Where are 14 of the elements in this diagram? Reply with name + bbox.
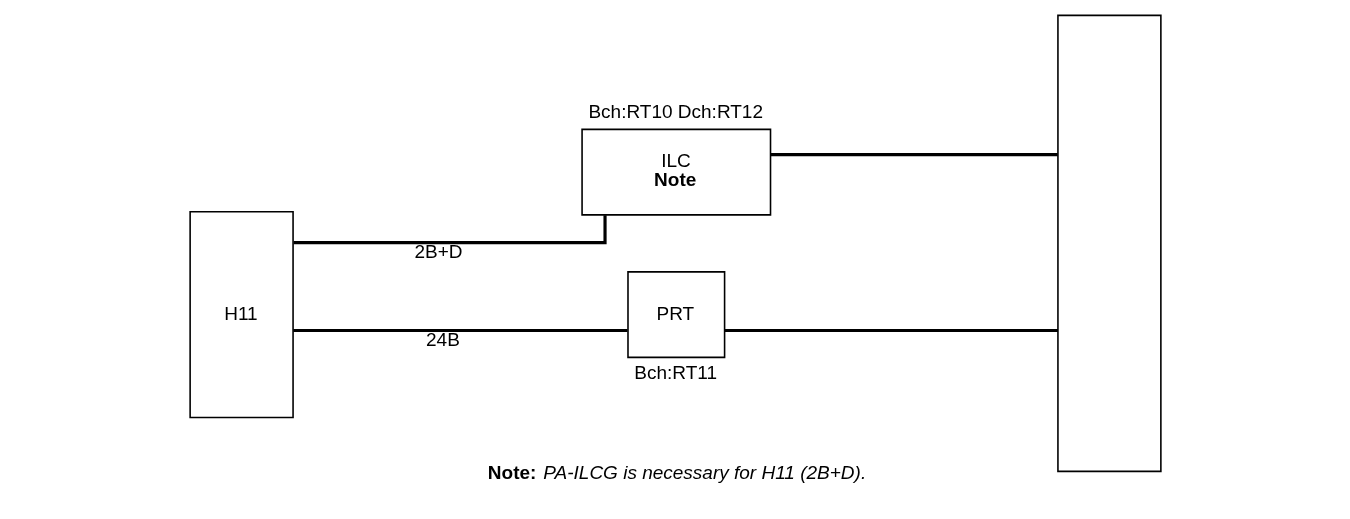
connector (293, 214, 607, 244)
node-label: Bch:RT11 (633, 361, 717, 383)
node-box (1056, 14, 1162, 472)
edge-label: 24B (425, 328, 460, 350)
connector (770, 152, 1058, 156)
connector (724, 328, 1058, 332)
node-box: PRT (626, 270, 725, 358)
label: Note: (487, 461, 536, 483)
connector (292, 328, 627, 332)
node-box: H11 (188, 210, 294, 418)
node-box: ILC Note (580, 128, 771, 216)
edge-label: 2B+D (414, 240, 463, 262)
label: PA-ILCG is necessary for H11 (2B+D). (542, 461, 866, 483)
node-label: Bch:RT10 Dch:RT12 (587, 100, 763, 122)
